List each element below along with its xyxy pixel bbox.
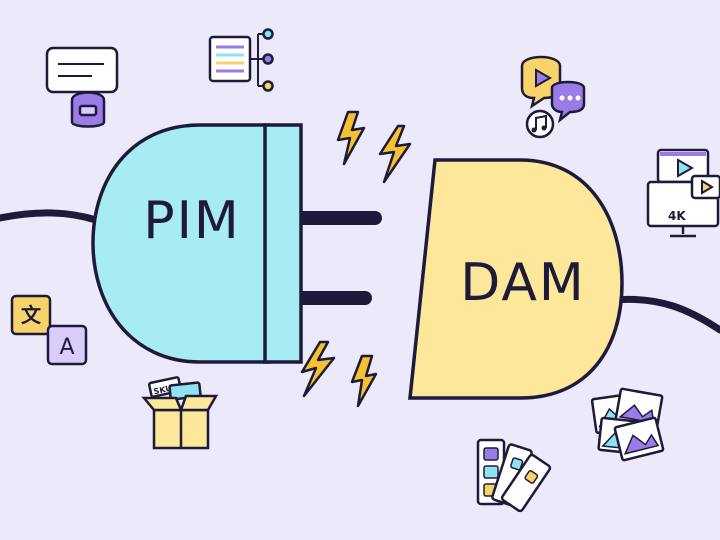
pim-cable xyxy=(0,209,100,224)
data-tree-icon xyxy=(208,28,274,92)
lightning-icon xyxy=(300,110,412,408)
image-stack-icon xyxy=(590,387,665,462)
dam-plug: DAM xyxy=(408,158,624,400)
chat-card-icon xyxy=(45,46,119,128)
translate-glyph-a: 文 xyxy=(21,303,42,327)
media-chat-icon xyxy=(520,55,586,139)
pim-prong-top xyxy=(282,211,382,225)
resolution-badge: 4K xyxy=(668,209,686,223)
color-swatch-icon xyxy=(476,438,552,513)
sku-box-icon: SKU xyxy=(141,376,219,450)
pim-label: PIM xyxy=(143,191,241,251)
sku-tag: SKU xyxy=(153,384,173,397)
dam-cable xyxy=(610,295,720,334)
video-monitor-icon: 4K xyxy=(646,148,720,238)
dam-label: DAM xyxy=(460,253,586,313)
pim-prong-bottom xyxy=(282,291,372,305)
pim-plug: PIM xyxy=(91,123,303,364)
translate-glyph-b: A xyxy=(59,335,74,360)
translate-icon: 文 A xyxy=(10,294,88,366)
